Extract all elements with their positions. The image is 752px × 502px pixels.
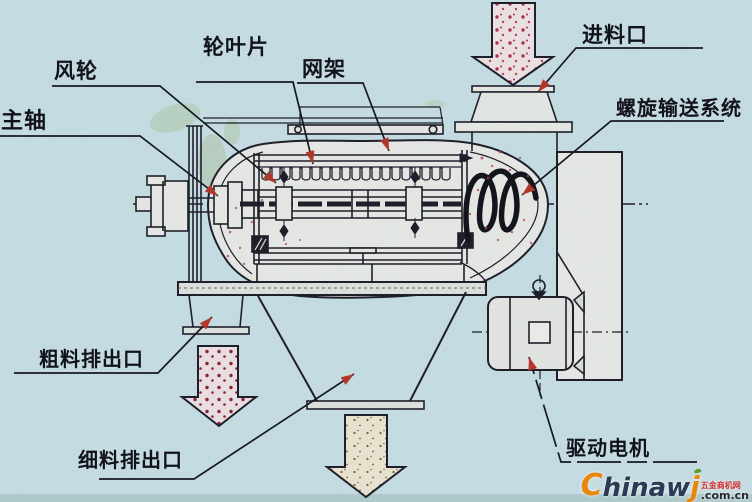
watermark-tagline: 五金商机网 [700, 481, 741, 490]
watermark-mid: hinaw [602, 473, 691, 502]
watermark-domain-suffix: .com.cn [700, 489, 749, 502]
watermark-letter-j: j [690, 467, 702, 501]
watermark-letter-c: C [580, 468, 603, 502]
